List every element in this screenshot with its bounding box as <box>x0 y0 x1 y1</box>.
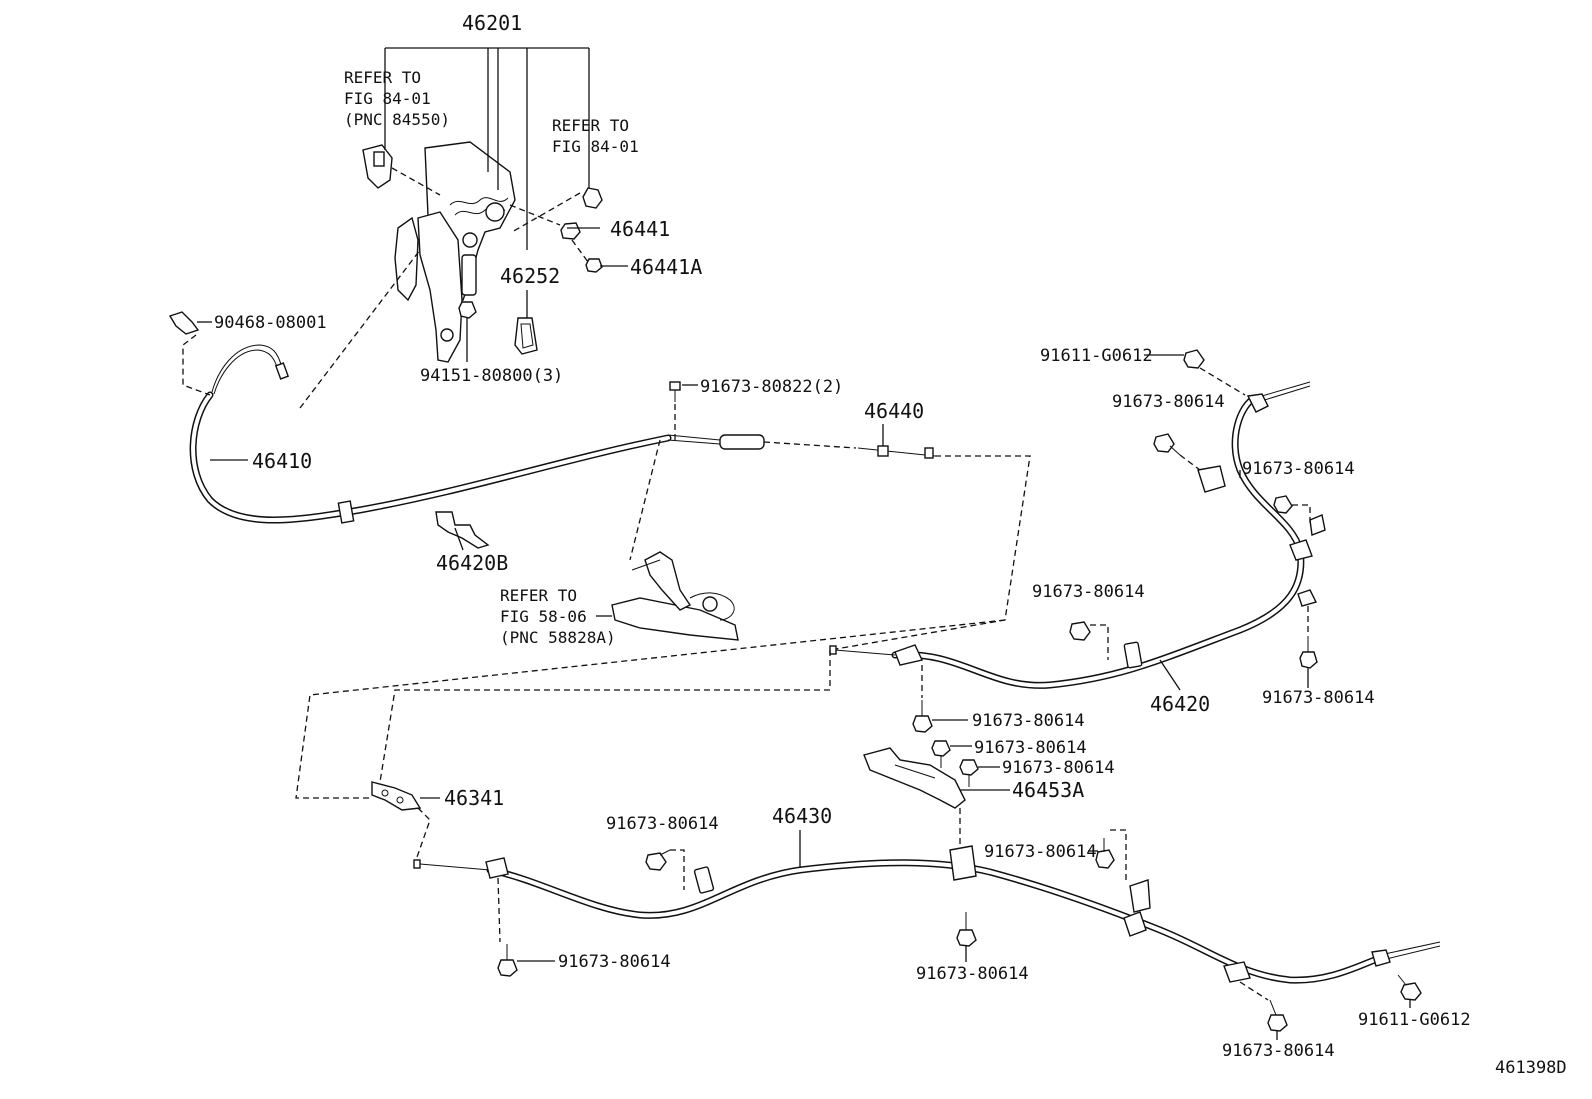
pedal-switch-part <box>362 144 393 189</box>
bolt-91673-a-part <box>1153 433 1181 456</box>
callout-91673-l: 91673-80614 <box>1222 1041 1335 1061</box>
bolt-91673-l-part <box>1267 999 1288 1032</box>
callout-91673-h: 91673-80614 <box>606 814 719 834</box>
callout-46410: 46410 <box>252 449 312 473</box>
label-leader-lines <box>197 227 1411 1040</box>
callout-46420: 46420 <box>1150 692 1210 716</box>
bolt-91673-d-part <box>1299 636 1318 669</box>
bolt-91673-c-part <box>1069 621 1091 641</box>
rear-left-cable-46430 <box>413 845 1441 984</box>
callout-46201-leaders <box>384 47 590 228</box>
ref3-line3: (PNC 58828A) <box>500 628 616 647</box>
callout-91673-f: 91673-80614 <box>974 738 1087 758</box>
bolt-91673-k-part <box>1095 838 1115 869</box>
nut-46441a-part <box>585 258 603 273</box>
callout-46252: 46252 <box>500 264 560 288</box>
bolt-91611-bottom-part <box>1397 974 1422 1001</box>
bolt-91673-g-part <box>959 759 979 787</box>
bolt-91673-j-part <box>956 912 977 947</box>
ref1-line3: (PNC 84550) <box>344 110 450 129</box>
callout-91673-j: 91673-80614 <box>916 964 1029 984</box>
nut-46441-part <box>560 222 581 240</box>
diagram-id: 461398D <box>1495 1058 1567 1078</box>
callout-91611-bottom: 91611-G0612 <box>1358 1010 1471 1030</box>
bolt-91673-b-part <box>1273 495 1293 514</box>
callout-labels: 46201 REFER TO FIG 84-01 (PNC 84550) REF… <box>214 11 1567 1078</box>
callout-91611-top: 91611-G0612 <box>1040 346 1153 366</box>
callout-90468: 90468-08001 <box>214 313 327 333</box>
callout-91673-i: 91673-80614 <box>558 952 671 972</box>
equalizer-46440-part <box>857 445 936 459</box>
bolt-91611-top-part <box>1183 349 1205 369</box>
callout-46440: 46440 <box>864 399 924 423</box>
callout-91673-e: 91673-80614 <box>972 711 1085 731</box>
bolt-91673-e-part <box>912 700 933 733</box>
clamp-46420b-part <box>435 511 490 549</box>
ref3-line2: FIG 58-06 <box>500 607 587 626</box>
bolt-91673-h-part <box>645 849 671 871</box>
callout-91673-c: 91673-80614 <box>1032 582 1145 602</box>
callout-94151: 94151-80800(3) <box>420 366 563 386</box>
bolt-91673-80822-part <box>669 381 681 402</box>
callout-91673-b: 91673-80614 <box>1242 459 1355 479</box>
parking-brake-pedal-assembly <box>394 141 516 363</box>
clip-90468-part <box>168 311 200 335</box>
ref2-line2: FIG 84-01 <box>552 137 639 156</box>
callout-91673-d: 91673-80614 <box>1262 688 1375 708</box>
callout-46430: 46430 <box>772 804 832 828</box>
ref2-line1: REFER TO <box>552 116 629 135</box>
pedal-bolt-part <box>582 187 603 209</box>
callout-46420b: 46420B <box>436 551 508 575</box>
callout-91673-k: 91673-80614 <box>984 842 1097 862</box>
callout-46441: 46441 <box>610 217 670 241</box>
nut-94151-part <box>458 301 477 319</box>
callout-46453a: 46453A <box>1012 778 1084 802</box>
rear-right-cable-46420 <box>829 381 1326 689</box>
ref3-line1: REFER TO <box>500 586 577 605</box>
ref1-line1: REFER TO <box>344 68 421 87</box>
front-cable-46410 <box>189 344 765 524</box>
bracket-46341-part <box>371 781 422 811</box>
pedal-pad-cover-46252 <box>514 317 538 355</box>
callout-46441a: 46441A <box>630 255 702 279</box>
callout-91673-g: 91673-80614 <box>1002 758 1115 778</box>
lever-assembly-part <box>611 551 739 641</box>
bolt-91673-i-part <box>497 944 518 977</box>
bracket-46453a-part <box>863 747 966 809</box>
bolt-91673-f-part <box>931 740 951 768</box>
callout-46341: 46341 <box>444 786 504 810</box>
callout-46201: 46201 <box>462 11 522 35</box>
ref1-line2: FIG 84-01 <box>344 89 431 108</box>
callout-91673-80822: 91673-80822(2) <box>700 377 843 397</box>
callout-91673-a: 91673-80614 <box>1112 392 1225 412</box>
